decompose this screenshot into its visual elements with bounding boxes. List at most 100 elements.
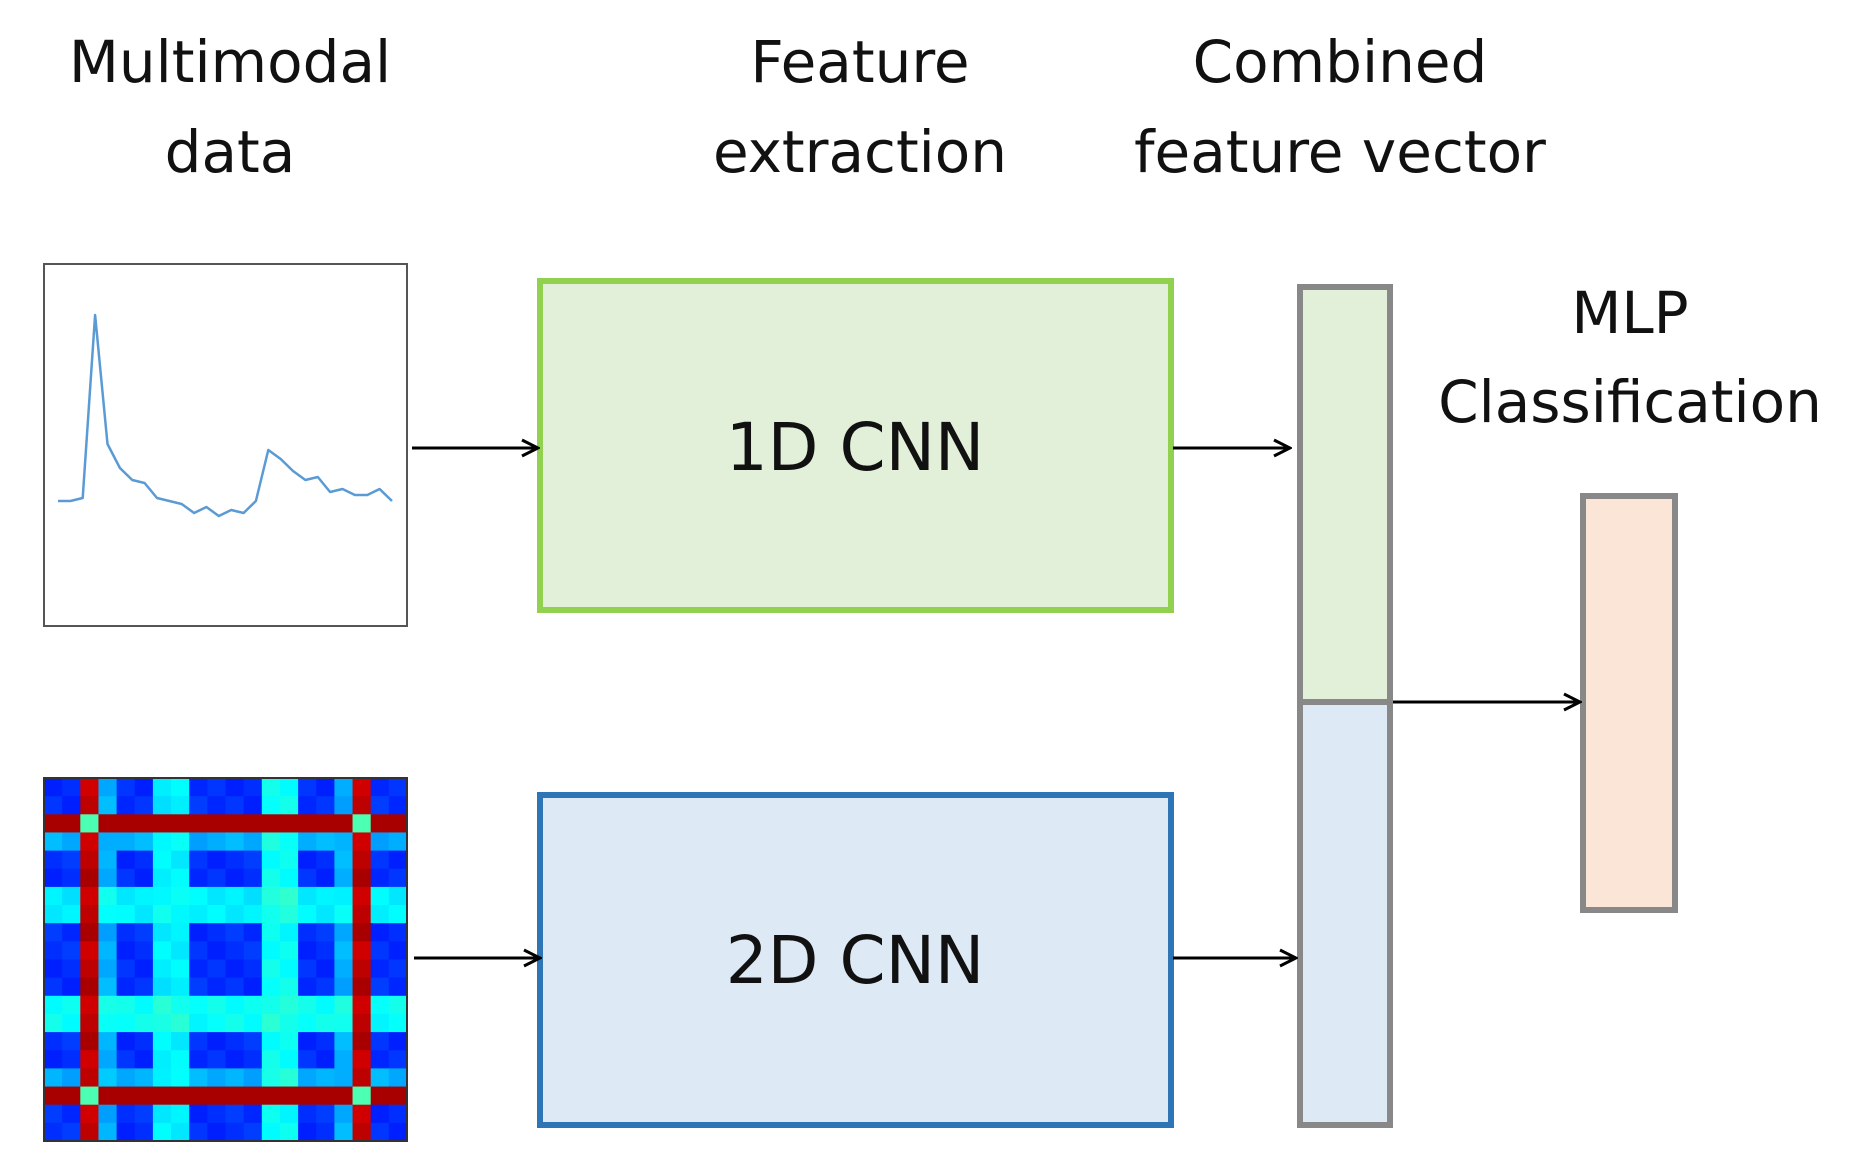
heatmap-cell [62,814,81,834]
heatmap-cell [261,905,281,924]
heatmap-cell [261,995,281,1015]
heatmap-cell [98,778,118,797]
heatmap-cell [243,850,263,870]
heatmap-cell [225,1086,245,1106]
heatmap-cell [225,778,245,797]
heatmap-cell [134,814,154,834]
heatmap-cell [352,1050,372,1069]
heatmap-cell [152,832,172,852]
heatmap-cell [44,977,63,997]
heatmap-cell [279,923,299,942]
heatmap-cell [243,1050,263,1069]
heatmap-cell [171,1032,190,1051]
heatmap-cell [316,923,335,942]
heatmap-cell [189,1068,208,1088]
heatmap-cell [243,778,263,797]
heatmap-cell [98,1032,118,1051]
heatmap-cell [388,1032,408,1051]
heatmap-cell [352,1013,372,1033]
heatmap-cell [388,1013,408,1033]
heatmap-cell [171,796,190,815]
heatmap-cell [207,1122,227,1142]
heatmap-cell [279,905,299,924]
heatmap-cell [116,796,136,815]
heatmap-cell [134,886,154,906]
heatmap-cell [116,832,136,852]
heatmap-cell [152,905,172,924]
heatmap-cell [80,995,100,1015]
heatmap-cell [207,923,227,942]
heatmap-cell [316,832,335,852]
mlp-header-line1: MLP [1571,279,1688,347]
heatmap-cell [352,977,372,997]
heatmap-cell [134,832,154,852]
heatmap-cell [171,1013,190,1033]
heatmap-cell [279,941,299,961]
heatmap-cell [279,1086,299,1106]
heatmap-cell [370,778,390,797]
heatmap-cell [62,977,81,997]
heatmap-cell [370,850,390,870]
heatmap-cell [98,1013,118,1033]
heatmap-cell [152,941,172,961]
heatmap-cell [334,959,354,979]
heatmap-cell [116,905,136,924]
heatmap-cell [388,850,408,870]
heatmap-cell [80,1068,100,1088]
heatmap-cell [80,1013,100,1033]
heatmap-cell [370,868,390,888]
heatmap-cell [316,977,335,997]
heatmap-cell [98,959,118,979]
mlp-classification-block [1580,493,1678,913]
heatmap-cell [116,1086,136,1106]
heatmap-cell [98,1050,118,1069]
heatmap-cell [134,1032,154,1051]
heatmap-cell [334,1013,354,1033]
heatmap-cell [316,1013,335,1033]
heatmap-cell [80,868,100,888]
heatmap-cell [62,886,81,906]
heatmap-cell [171,1104,190,1124]
heatmap-cell [80,977,100,997]
heatmap-cell [298,941,317,961]
heatmap-cell [279,1013,299,1033]
heatmap-cell [152,868,172,888]
heatmap-cell [62,905,81,924]
heatmap-cell [225,1013,245,1033]
heatmap-cell [298,832,317,852]
heatmap-cell [207,1086,227,1106]
heatmap-cell [116,1104,136,1124]
heatmap-cell [316,1122,335,1142]
heatmap-cell [207,814,227,834]
heatmap-cell [207,886,227,906]
heatmap-cell [316,850,335,870]
heatmap-cell [298,1050,317,1069]
heatmap-cell [279,995,299,1015]
heatmap-cell [298,1032,317,1051]
heatmap-cell [261,941,281,961]
combined-header-line1: Combined [1193,28,1488,96]
heatmap-cell [80,959,100,979]
heatmap-cell [116,1122,136,1142]
heatmap-cell [171,1086,190,1106]
heatmap-cell [298,868,317,888]
multimodal-header-line1: Multimodal [69,28,391,96]
heatmap-cell [334,1050,354,1069]
heatmap-cell [62,1032,81,1051]
heatmap-cell [225,868,245,888]
heatmap-cell [98,832,118,852]
signal-plot [43,263,408,627]
heatmap-cell [116,850,136,870]
heatmap-cell [98,977,118,997]
heatmap-cell [388,868,408,888]
heatmap-cell [62,850,81,870]
heatmap-cell [225,814,245,834]
heatmap-cell [316,1104,335,1124]
signal-line [58,313,393,518]
heatmap-cell [370,1050,390,1069]
heatmap-cell [44,850,63,870]
heatmap-cell [189,796,208,815]
cnn-1d-label: 1D CNN [726,409,985,486]
heatmap-cell [171,832,190,852]
